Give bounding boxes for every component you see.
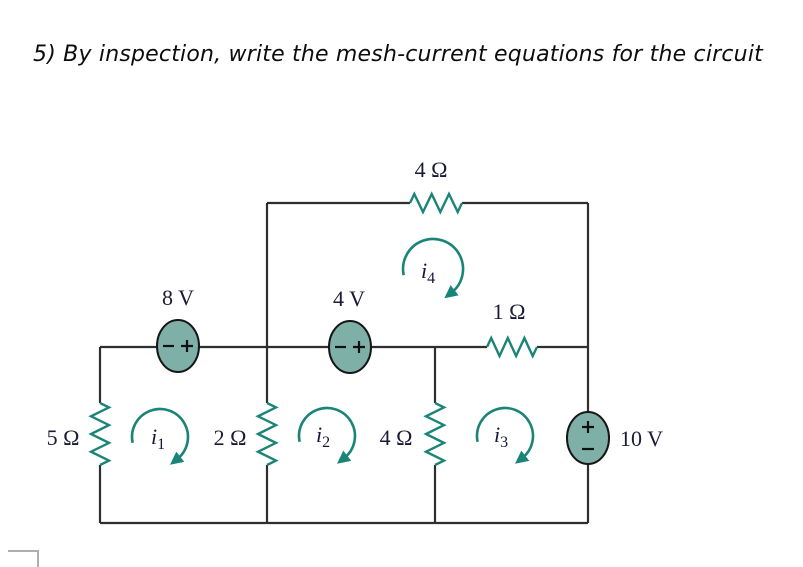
mesh-i4-arrow [401, 237, 465, 299]
label-resistor-4ohm-middle: 4 Ω [380, 425, 413, 450]
resistor-1ohm-zigzag [485, 335, 539, 359]
label-mesh-i4: i4 [421, 258, 435, 287]
label-source-10v: 10 V [620, 426, 663, 451]
resistor-4ohm-top-zigzag [408, 191, 464, 215]
label-resistor-1ohm: 1 Ω [493, 299, 526, 324]
source-8v [156, 319, 200, 373]
source-10v-body [566, 411, 610, 465]
mesh-current-arrows [130, 237, 535, 465]
problem-title: 5) By inspection, write the mesh-current… [33, 42, 763, 67]
label-source-8v: 8 V [162, 285, 194, 310]
source-4v-body [328, 320, 372, 374]
resistor-5ohm-zigzag [88, 401, 112, 467]
mesh-i3-arrow [475, 406, 535, 464]
source-4v-plus-sign [353, 341, 365, 353]
source-4v [328, 320, 372, 374]
page-corner-mark [8, 550, 39, 567]
label-mesh-i1: i1 [151, 424, 165, 453]
source-10v-plus-sign [582, 421, 594, 433]
component-labels: 4 Ω 1 Ω 5 Ω 2 Ω 4 Ω 8 V 4 V 10 V [47, 157, 664, 451]
label-mesh-i2: i2 [316, 422, 330, 451]
label-resistor-4ohm-top: 4 Ω [415, 157, 448, 182]
label-source-4v: 4 V [333, 286, 365, 311]
label-resistor-2ohm: 2 Ω [214, 425, 247, 450]
circuit-wires [98, 201, 590, 525]
mesh-i1-arrow [130, 407, 190, 465]
mesh-i2-arrow [297, 406, 357, 464]
mesh-current-labels: i1 i2 i3 i4 [151, 258, 508, 453]
resistor-4ohm-middle-zigzag [423, 401, 447, 467]
label-resistor-5ohm: 5 Ω [47, 425, 80, 450]
resistor-2ohm-zigzag [255, 401, 279, 467]
label-mesh-i3: i3 [494, 422, 508, 451]
source-8v-body [156, 319, 200, 373]
source-8v-plus-sign [181, 340, 193, 352]
circuit-resistors [88, 191, 539, 467]
source-10v [566, 411, 610, 465]
